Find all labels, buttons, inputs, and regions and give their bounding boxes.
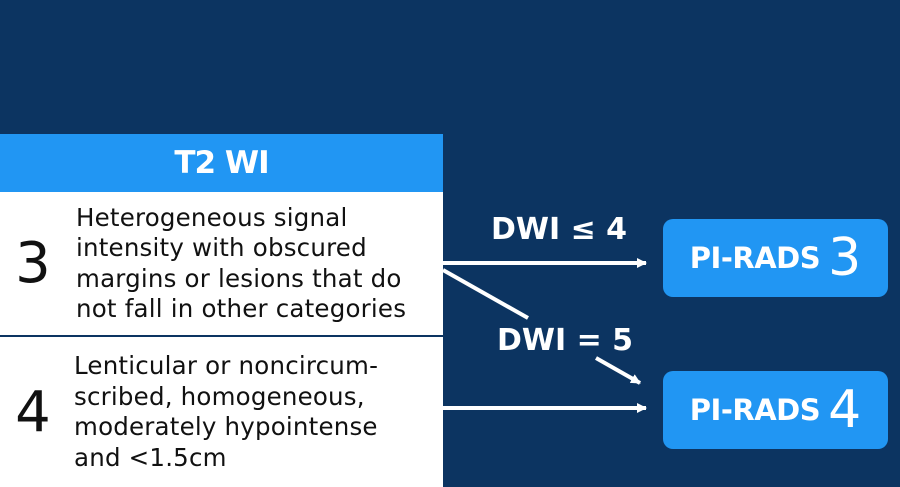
arrow-diagonal-start — [442, 268, 529, 320]
table-row-score-4: 4 Lenticular or noncircum- scribed, homo… — [0, 337, 443, 487]
label-dwi-le-4: DWI ≤ 4 — [491, 212, 628, 247]
pi-rads-4-number: 4 — [828, 380, 862, 440]
t2wi-table: T2 WI 3 Heterogeneous signal intensity w… — [0, 134, 445, 487]
pi-rads-3-box: PI-RADS 3 — [663, 219, 888, 297]
row-divider — [0, 335, 443, 337]
pi-rads-4-box: PI-RADS 4 — [663, 371, 888, 449]
table-header: T2 WI — [0, 134, 443, 192]
score-4: 4 — [15, 379, 51, 445]
pi-rads-3-number: 3 — [828, 228, 862, 288]
description-score-4: Lenticular or noncircum- scribed, homoge… — [74, 351, 379, 472]
label-dwi-eq-5: DWI = 5 — [497, 323, 634, 358]
table-row-score-3: 3 Heterogeneous signal intensity with ob… — [0, 192, 443, 335]
pi-rads-3-prefix: PI-RADS — [689, 241, 821, 275]
pi-rads-4-prefix: PI-RADS — [689, 393, 821, 427]
arrow-diagonal-end — [595, 356, 641, 385]
description-score-3: Heterogeneous signal intensity with obsc… — [76, 202, 407, 324]
score-3: 3 — [15, 231, 51, 296]
